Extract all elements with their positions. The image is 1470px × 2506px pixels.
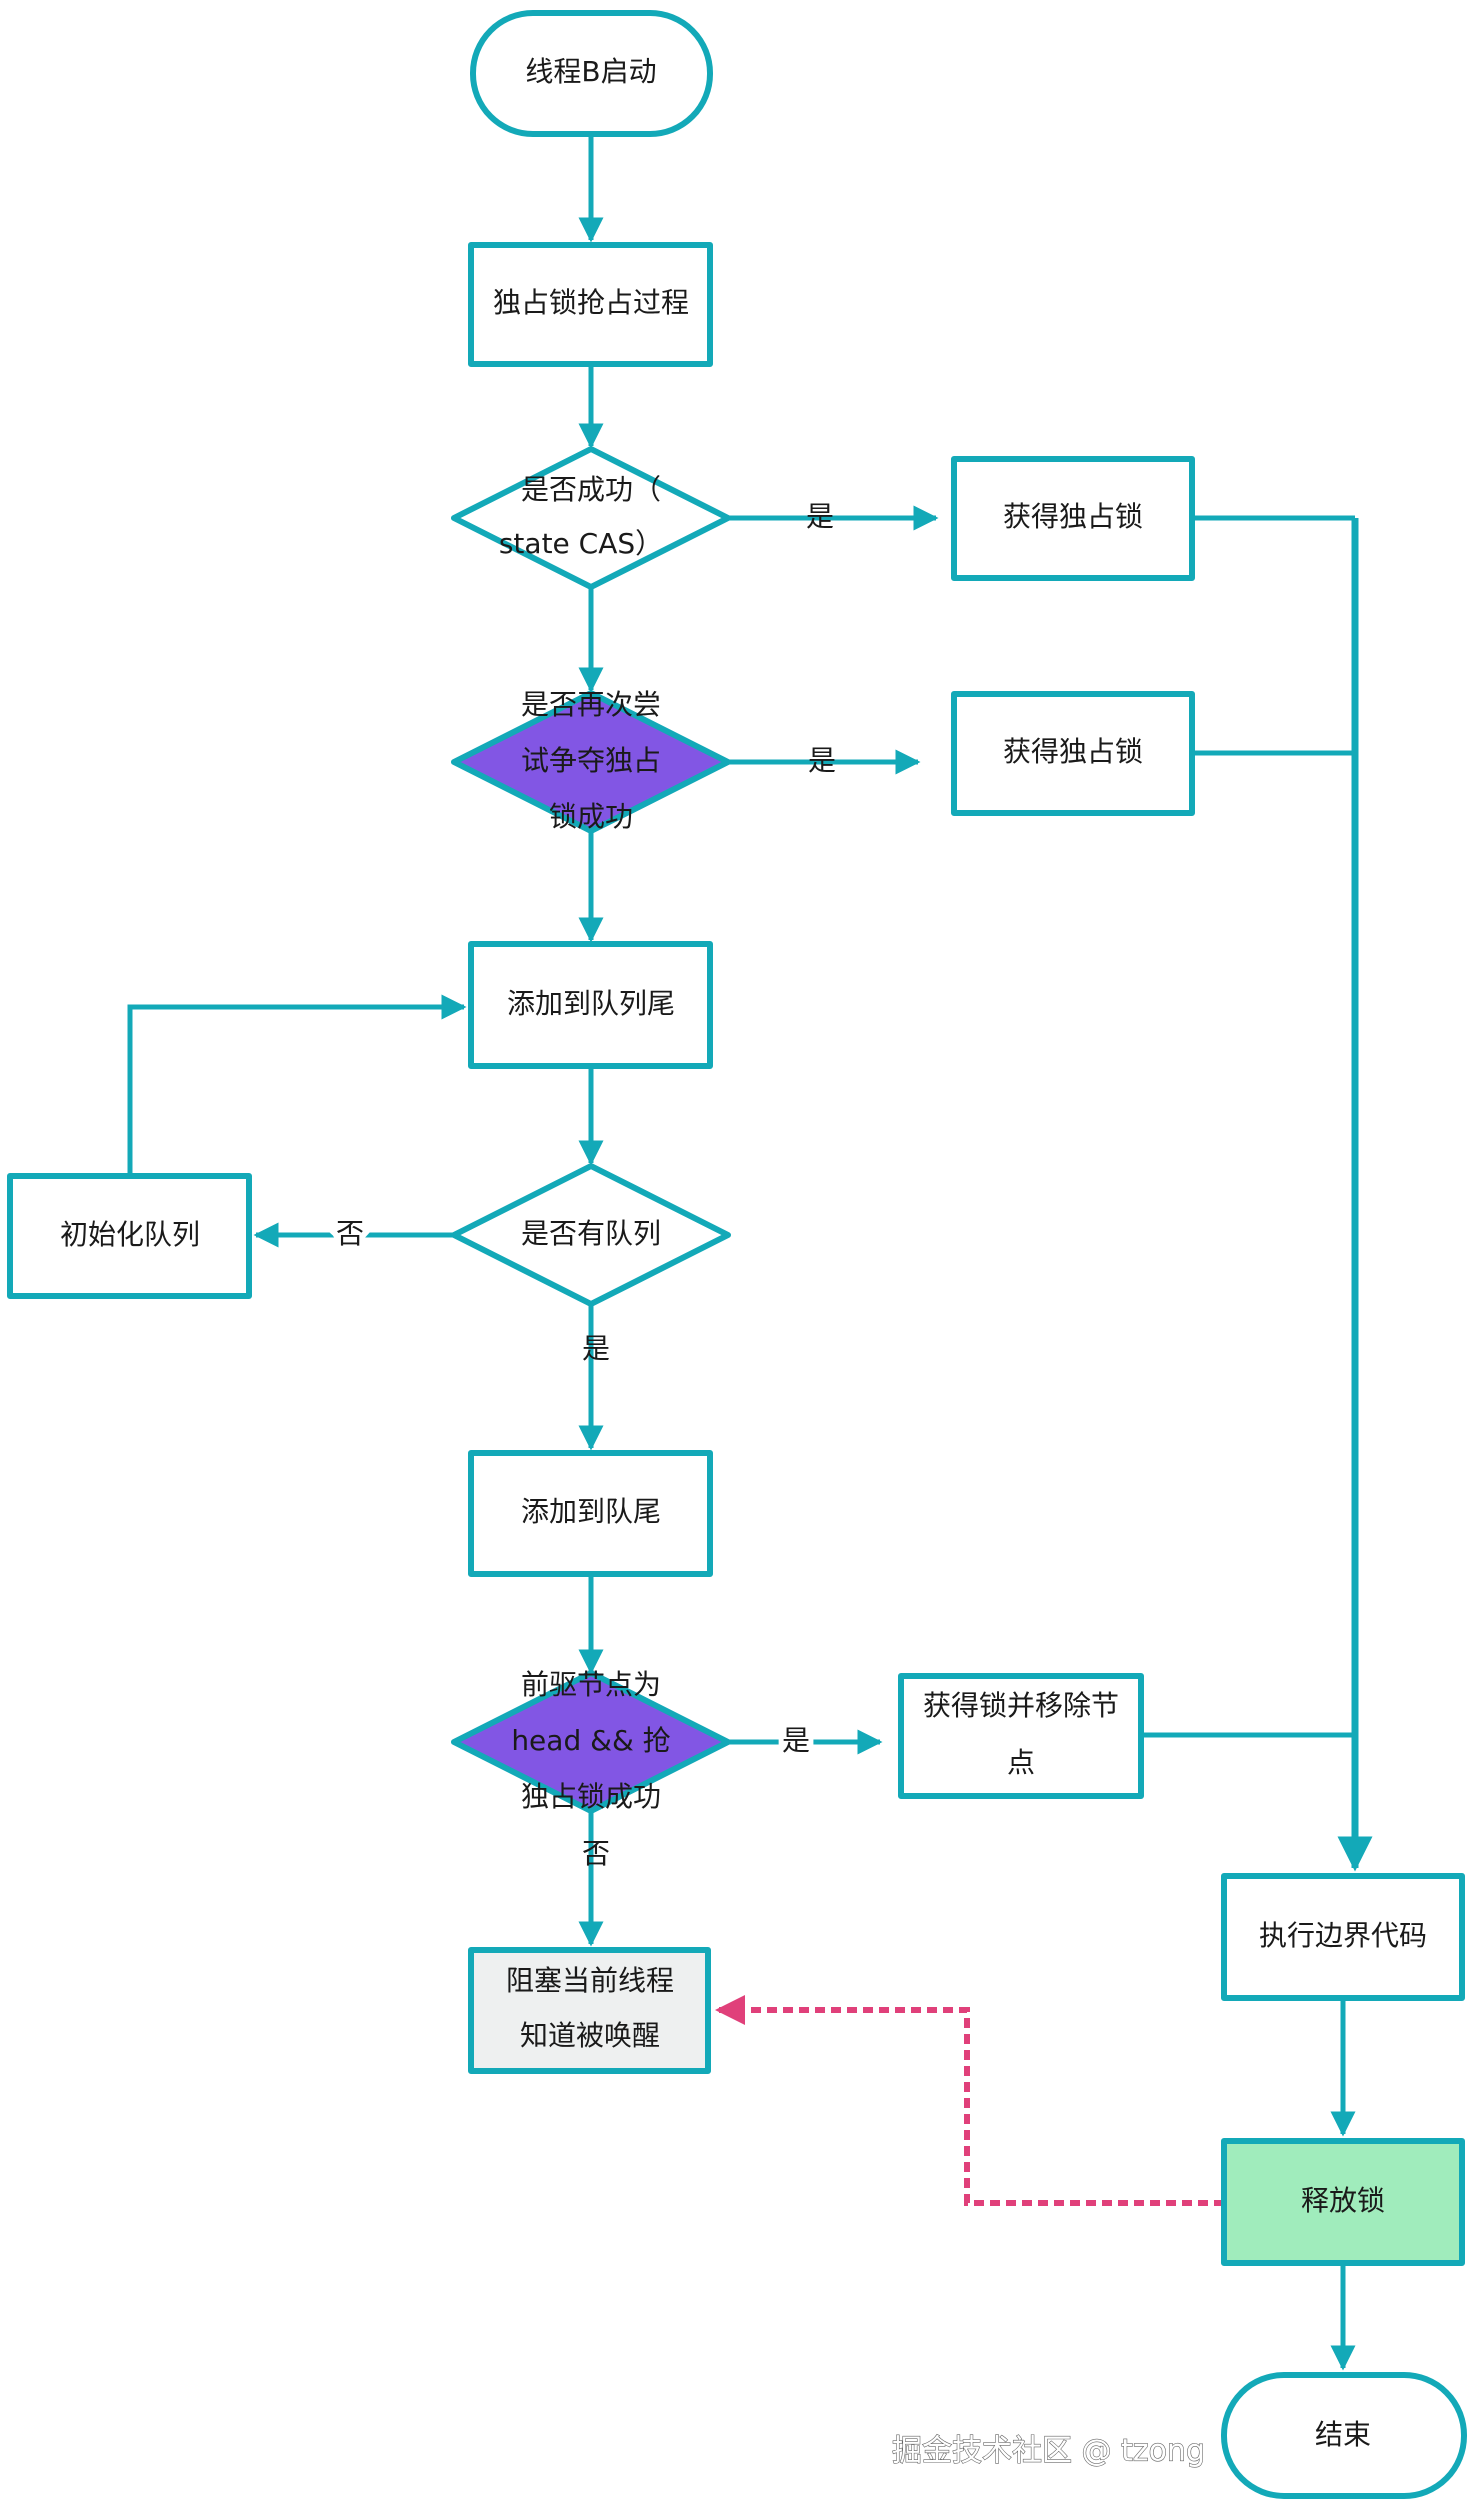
node-add-queue-tail: 添加到队列尾 [468, 941, 713, 1069]
edge-label-no-queue: 否 [336, 1217, 364, 1250]
node-has-queue-decision: 是否有队列 [451, 1163, 731, 1307]
node-cas-decision: 是否成功（ state CAS） [451, 446, 731, 590]
connectors [127, 134, 1373, 2371]
node-cas-label-2: state CAS） [499, 527, 663, 560]
edge-label-yes-head: 是 [782, 1724, 810, 1757]
node-release-label: 释放锁 [1301, 2184, 1385, 2217]
edge-init-addqueue [127, 994, 467, 1176]
node-got-lock-1-label: 获得独占锁 [1003, 500, 1143, 533]
node-retry-decision: 是否再次尝 试争夺独占 锁成功 [451, 688, 731, 834]
edge-label-yes-cas: 是 [806, 500, 834, 533]
node-head-label-3: 独占锁成功 [521, 1780, 661, 1813]
edge-label-yes-queue: 是 [582, 1332, 610, 1365]
node-block: 阻塞当前线程 知道被唤醒 [468, 1947, 711, 2074]
node-add-tail: 添加到队尾 [468, 1450, 713, 1577]
node-end-label: 结束 [1315, 2418, 1371, 2451]
node-got-lock-1: 获得独占锁 [951, 456, 1195, 581]
node-remove-label-1: 获得锁并移除节 [923, 1689, 1119, 1722]
node-block-label-2: 知道被唤醒 [520, 2019, 660, 2052]
node-got-lock-2: 获得独占锁 [951, 691, 1195, 816]
node-init-queue: 初始化队列 [7, 1173, 252, 1299]
node-retry-label-3: 锁成功 [549, 800, 633, 833]
node-init-queue-label: 初始化队列 [60, 1218, 200, 1251]
edge-label-yes-retry: 是 [808, 744, 836, 777]
edge-release-wakeup-block [715, 1995, 1224, 2206]
node-exec-label: 执行边界代码 [1259, 1919, 1427, 1952]
node-cas-label-1: 是否成功（ [521, 473, 661, 506]
node-release: 释放锁 [1221, 2138, 1465, 2266]
node-start: 线程B启动 [470, 10, 713, 137]
node-block-label-1: 阻塞当前线程 [506, 1964, 674, 1997]
node-end: 结束 [1221, 2372, 1467, 2499]
node-start-label: 线程B启动 [525, 55, 656, 88]
node-add-tail-label: 添加到队尾 [521, 1495, 661, 1528]
edge-label-no-head: 否 [582, 1837, 610, 1870]
node-add-queue-tail-label: 添加到队列尾 [507, 987, 675, 1020]
watermark: 掘金技术社区 @ tzong [892, 2434, 1205, 2469]
node-got-lock-2-label: 获得独占锁 [1003, 735, 1143, 768]
node-got-lock-remove: 获得锁并移除节 点 [898, 1673, 1144, 1799]
node-has-queue-label: 是否有队列 [521, 1217, 661, 1250]
node-remove-label-2: 点 [1007, 1746, 1035, 1779]
node-acquire-label: 独占锁抢占过程 [493, 286, 689, 319]
node-head-label-2: head && 抢 [511, 1724, 670, 1757]
node-retry-label-2: 试争夺独占 [521, 744, 661, 777]
node-exec: 执行边界代码 [1221, 1873, 1465, 2001]
node-head-label-1: 前驱节点为 [521, 1668, 661, 1701]
node-acquire: 独占锁抢占过程 [468, 242, 713, 367]
node-retry-label-1: 是否再次尝 [521, 688, 661, 721]
node-head-decision: 前驱节点为 head && 抢 独占锁成功 [451, 1668, 731, 1814]
